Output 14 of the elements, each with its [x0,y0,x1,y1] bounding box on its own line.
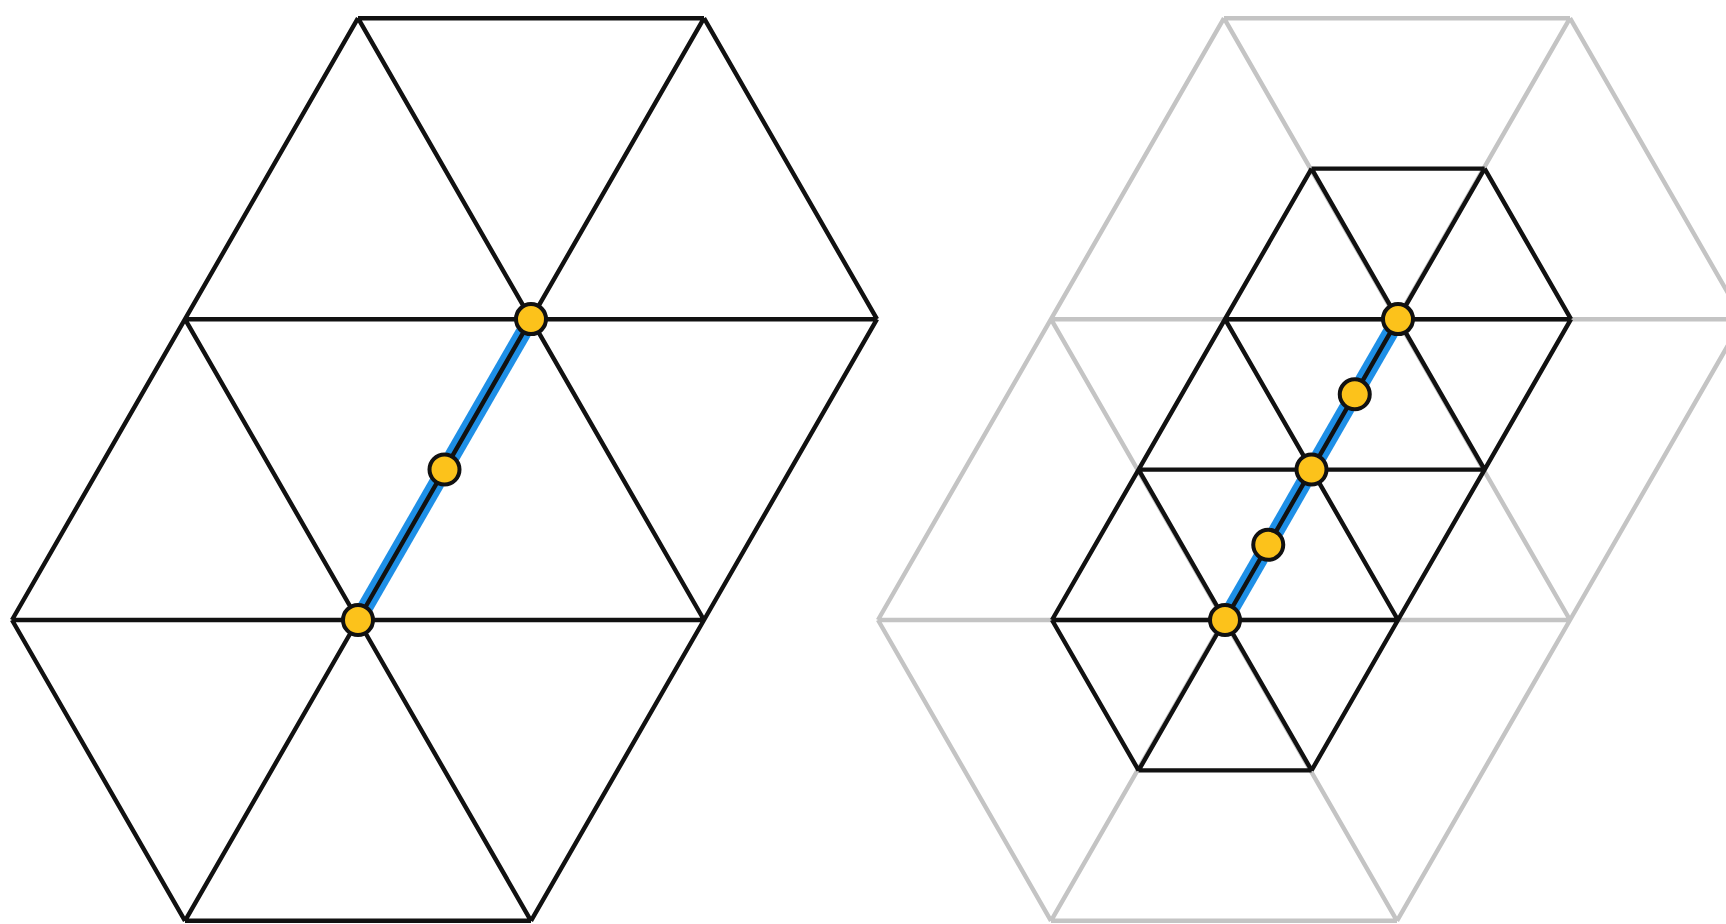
highlighted-edge [1355,328,1398,386]
highlighted-edge [358,478,444,611]
vertex-dot [1208,603,1242,637]
vertex-dot [427,452,462,487]
highlighted-edge [1268,478,1311,536]
vertex-dot [1251,527,1286,562]
highlighted-edge [445,328,531,461]
vertex-dot [341,603,375,637]
vertex-dot [1337,377,1372,412]
highlighted-edge [1312,403,1355,461]
vertex-dot [514,302,548,337]
vertex-dot [1381,302,1415,337]
vertex-dot [1294,452,1329,487]
highlighted-edge [1225,553,1268,611]
